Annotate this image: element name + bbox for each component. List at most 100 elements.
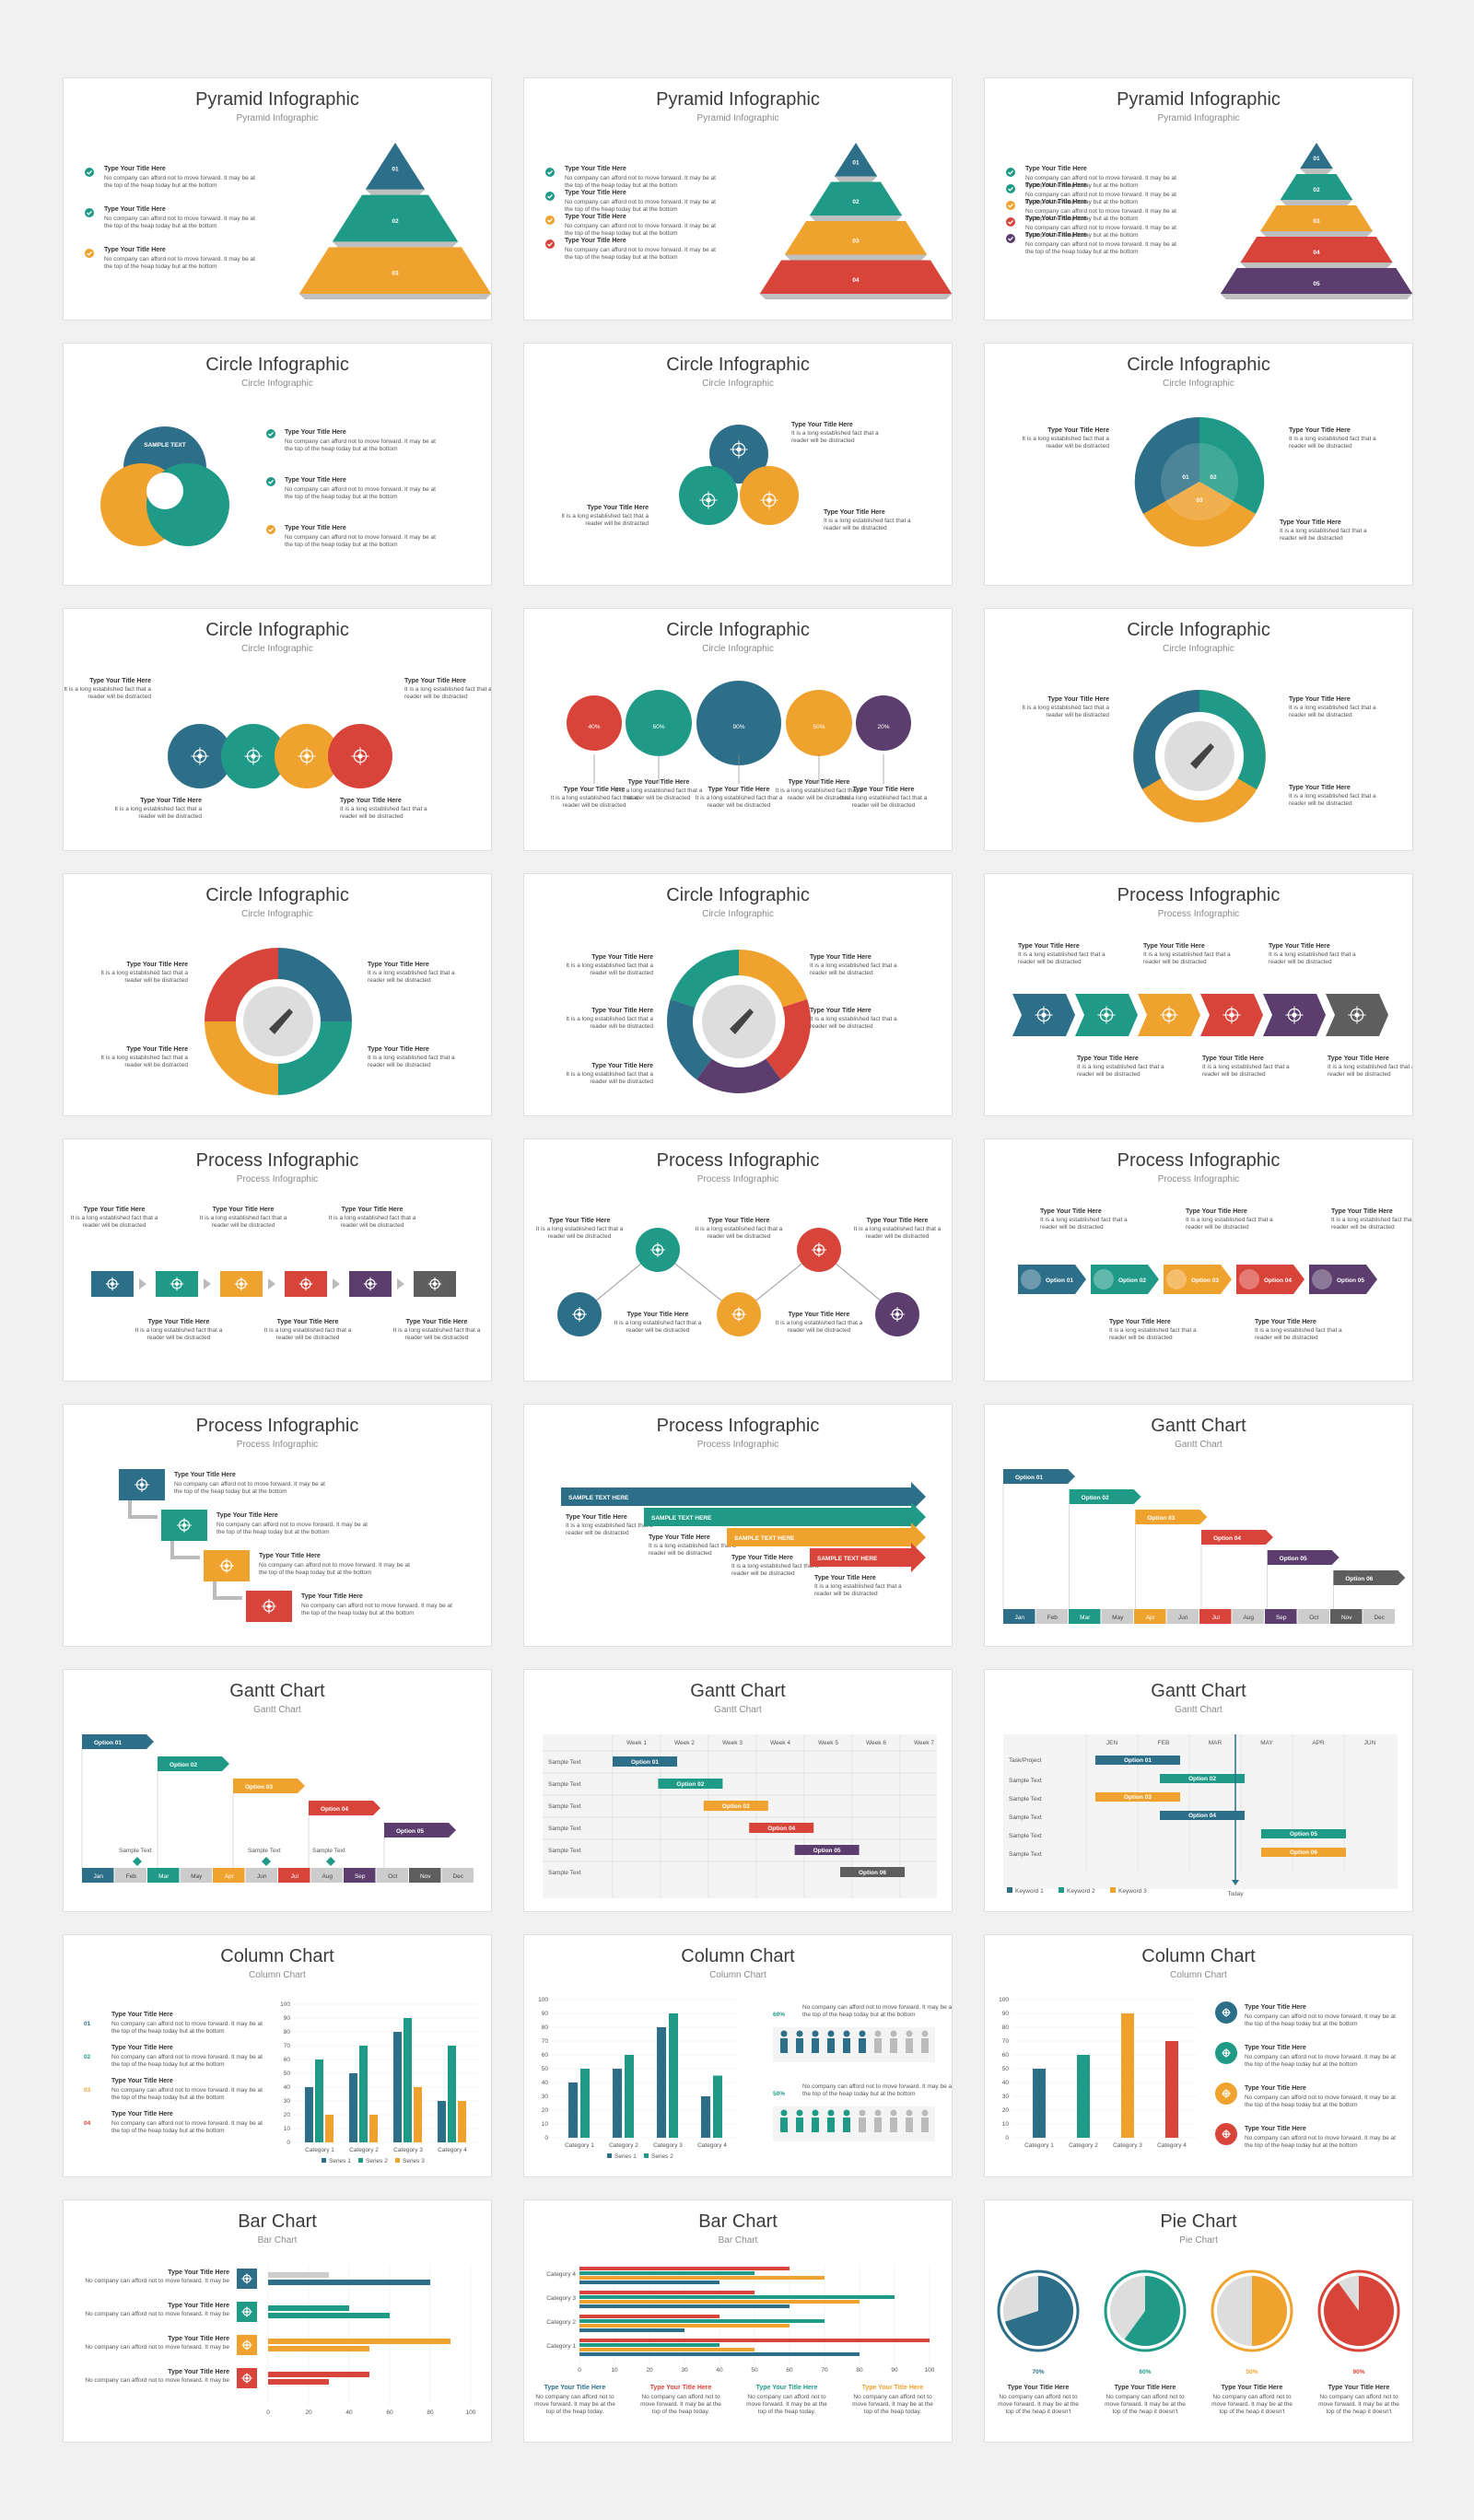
- item-title: Type Your Title Here: [591, 1008, 653, 1014]
- item-desc: It is a long established fact that a: [100, 970, 188, 976]
- gantt-bar-label: Option 06: [1345, 1576, 1373, 1582]
- item-desc: No company can afford not to: [1319, 2394, 1398, 2400]
- legend-label: Keyword 3: [1118, 1888, 1147, 1895]
- percent-label: 40%: [588, 724, 600, 730]
- month-cell: [1134, 1609, 1166, 1624]
- item-desc: No company can afford not to move forwar…: [1025, 225, 1176, 231]
- pyramid-shadow: [1240, 262, 1393, 268]
- gantt-bar-label: Option 04: [321, 1806, 348, 1813]
- item-desc: reader will be distracted: [1328, 1071, 1391, 1078]
- row-label: Sample Text: [1009, 1814, 1042, 1821]
- item-desc: It is a long established fact that a: [135, 1327, 223, 1334]
- axis-tick: 90: [542, 2011, 549, 2017]
- option-arrow: [1309, 1265, 1377, 1294]
- item-title: Type Your Title Here: [649, 1534, 710, 1541]
- slide-subtitle: Circle Infographic: [1163, 379, 1234, 389]
- row-label: Sample Text: [548, 1803, 581, 1810]
- today-marker: [1232, 1880, 1239, 1885]
- gantt-bar-label: Option 02: [676, 1781, 704, 1788]
- slide-subtitle: Process Infographic: [236, 1174, 319, 1184]
- person-body-icon: [796, 2118, 803, 2132]
- bar: [268, 2346, 369, 2351]
- slide-title: Gantt Chart: [1151, 1681, 1246, 1701]
- item-desc: It is a long established fact that a: [264, 1327, 352, 1334]
- pyramid-level-label: 03: [1313, 218, 1320, 225]
- person-head-icon: [827, 2030, 835, 2037]
- item-desc: It is a long established fact that a: [329, 1215, 416, 1221]
- check-icon: [266, 525, 275, 534]
- month-cell: [180, 1868, 212, 1883]
- item-desc: reader will be distracted: [548, 1233, 612, 1240]
- item-desc: No company can afford not to: [535, 2394, 614, 2400]
- month-cell: [344, 1868, 376, 1883]
- person-head-icon: [859, 2030, 866, 2037]
- step-arrow: [397, 1278, 404, 1289]
- person-head-icon: [827, 2109, 835, 2117]
- axis-tick: 40: [1002, 2080, 1010, 2086]
- item-title: Type Your Title Here: [544, 2385, 606, 2391]
- pie-percent: 60%: [1139, 2369, 1151, 2375]
- column-bar: [1165, 2041, 1178, 2138]
- step-icon: [1035, 1006, 1053, 1024]
- step-icon: [135, 1477, 149, 1492]
- item-desc: No company can afford not to move forwar…: [111, 2054, 263, 2060]
- axis-tick: 50: [751, 2367, 758, 2374]
- bar: [579, 2267, 790, 2270]
- item-desc: No company can afford not to move forwar…: [301, 1603, 452, 1609]
- item-desc: No company can afford not to move forwar…: [111, 2087, 263, 2094]
- check-icon: [85, 249, 94, 258]
- item-title: Type Your Title Here: [1289, 427, 1351, 434]
- item-title: Type Your Title Here: [111, 2111, 173, 2118]
- milestone-label: Sample Text: [119, 1848, 152, 1854]
- item-title: Type Your Title Here: [89, 678, 151, 684]
- axis-tick: 20: [542, 2107, 549, 2114]
- pyramid-level-label: 02: [392, 218, 399, 225]
- person-body-icon: [890, 2118, 897, 2132]
- check-icon: [545, 168, 555, 177]
- column-bar: [580, 2069, 590, 2138]
- item-desc: It is a long established fact that a: [340, 806, 427, 812]
- item-desc: the top of the heap today but at the bot…: [216, 1529, 330, 1535]
- bar: [579, 2295, 895, 2299]
- pyramid-level: [1240, 237, 1393, 262]
- item-desc: It is a long established fact that a: [776, 788, 863, 794]
- item-desc: It is a long established fact that a: [1143, 951, 1231, 958]
- axis-tick: 80: [1002, 2024, 1010, 2031]
- segment-number: 03: [1196, 497, 1203, 504]
- legend-label: Series 3: [403, 2158, 425, 2164]
- check-icon: [545, 192, 555, 201]
- axis-tick: 30: [681, 2367, 688, 2374]
- pyramid-level-label: 01: [1313, 156, 1320, 162]
- gantt-bar: [1261, 1829, 1346, 1838]
- legend-label: Series 1: [329, 2158, 351, 2164]
- item-desc: reader will be distracted: [212, 1222, 275, 1229]
